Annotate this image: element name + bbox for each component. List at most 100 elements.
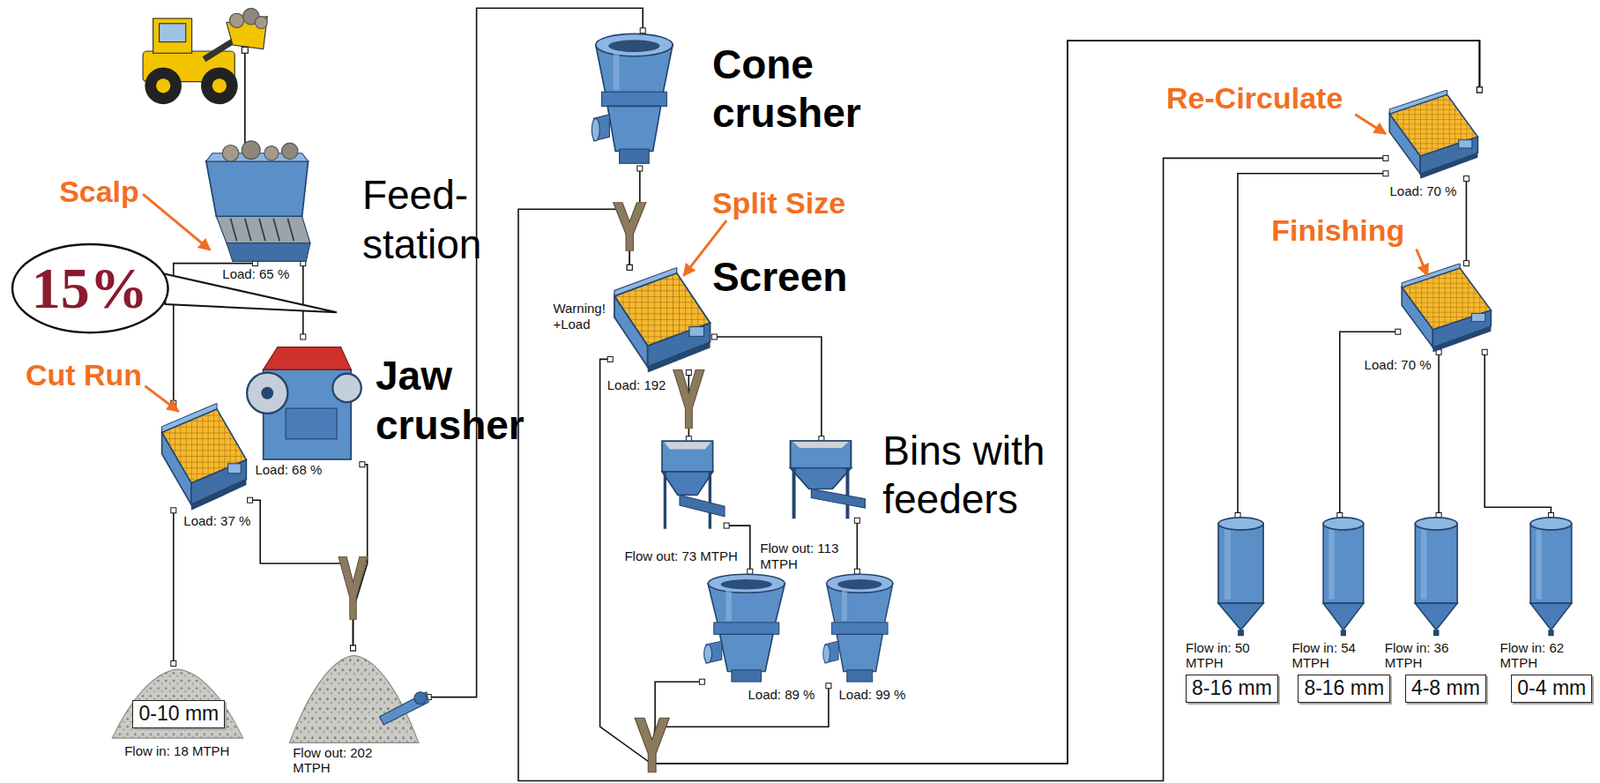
flow-value: Flow out: 73 MTPH [624, 548, 737, 564]
flow-value: Flow in: 18 MTPH [124, 743, 230, 759]
annotation-label: Cut Run [25, 358, 142, 392]
silo-icon [1530, 517, 1572, 636]
silo: Flow in: 54 MTPH8-16 mm [1321, 515, 1366, 639]
equipment-name: Feed- station [362, 171, 504, 268]
port-marker [723, 522, 730, 529]
bin-feeder: Flow out: 113 MTPH [785, 439, 868, 521]
port-marker [1481, 349, 1488, 355]
section-label: Bins with feeders [882, 426, 1059, 524]
flow-line [518, 157, 1386, 781]
bin-feeder: Flow out: 73 MTPH [658, 439, 728, 531]
stockpile-icon [111, 669, 243, 738]
silo-icon [1414, 517, 1458, 636]
port-marker [1395, 328, 1401, 335]
port-marker [1476, 87, 1482, 93]
flow-value: Flow in: 62 MTPH [1500, 640, 1576, 671]
callout-ellipse [12, 244, 169, 333]
size-tag: 0-10 mm [132, 699, 225, 729]
annotation-arrow [1416, 249, 1429, 276]
grizzly-feeder [215, 215, 310, 243]
port-marker [1476, 87, 1482, 93]
percent-callout: 15% [31, 256, 149, 321]
annotation-label: Re-Circulate [1166, 81, 1343, 115]
load-value: Load: 99 % [838, 686, 906, 702]
annotation-arrow [1354, 114, 1386, 134]
port-marker [1463, 260, 1469, 267]
jaw-crusher-icon [246, 347, 362, 460]
port-marker [359, 461, 365, 468]
silo-icon [1323, 517, 1364, 636]
rock [241, 141, 261, 160]
load-value: Load: 70 % [1364, 357, 1432, 373]
port-marker [699, 678, 705, 685]
flow-line [714, 336, 822, 440]
flow-value: Flow in: 54 MTPH [1291, 640, 1367, 671]
rock [222, 144, 239, 162]
size-tag: 0-4 mm [1510, 674, 1593, 703]
equipment-name: Cone crusher [712, 40, 871, 138]
rock [229, 13, 244, 28]
merge-chute [634, 717, 670, 774]
silo: Flow in: 36 MTPH4-8 mm [1413, 515, 1459, 639]
port-marker [685, 370, 692, 376]
wheel-loader [142, 7, 268, 105]
loader-cab [153, 18, 193, 53]
size-tag: 4-8 mm [1405, 674, 1487, 703]
merge-chute [612, 201, 647, 252]
screen-icon [1401, 263, 1491, 353]
size-tag: 8-16 mm [1297, 674, 1391, 703]
jaw-plate [285, 408, 337, 440]
flow-value: Flow out: 113 MTPH [759, 540, 849, 572]
port-marker [607, 356, 613, 362]
split-chute [673, 369, 705, 429]
flow-line [1466, 178, 1468, 264]
flow-line [1437, 351, 1440, 515]
load-value: Load: 68 % [254, 461, 322, 477]
loader-hub [212, 78, 227, 93]
cone-crusher-icon [591, 33, 673, 164]
port-marker [350, 645, 357, 651]
screen-icon [162, 402, 247, 511]
merge-chute [338, 556, 368, 620]
port-marker [247, 497, 254, 503]
cone-crusher: Cone crusher [589, 30, 679, 169]
flywheel [332, 373, 361, 402]
silo: Flow in: 62 MTPH0-4 mm [1528, 515, 1574, 639]
flywheel [246, 372, 288, 414]
port-marker [640, 28, 646, 34]
annotation-label: Split Size [712, 186, 846, 220]
feed-station: Feed- stationLoad: 65 % [204, 150, 313, 263]
port-marker [300, 334, 306, 340]
flow-value: Flow out: 202 MTPH [292, 744, 381, 776]
stockpile: 0-10 mmFlow in: 18 MTPH [110, 662, 246, 740]
load-value: Load: 65 % [222, 266, 290, 282]
callout-bubble: 15% [10, 242, 171, 335]
loader-wheel [144, 66, 182, 105]
recirculate-screen: Load: 70 % [1385, 89, 1482, 179]
flow-line [353, 464, 368, 648]
hopper-body [206, 161, 309, 217]
flow-value: Flow in: 36 MTPH [1384, 640, 1460, 671]
flow-line [651, 40, 1481, 764]
port-marker [626, 264, 633, 270]
annotation-label: Scalp [59, 175, 140, 209]
loader-wheel [200, 66, 239, 105]
stockpile-icon [290, 654, 419, 743]
feed-hopper [206, 141, 311, 262]
loader-hub [156, 78, 171, 93]
cone-crusher: Load: 89 % [701, 571, 791, 686]
cone-crusher-icon [823, 573, 894, 682]
warning-text: Warning! +Load [552, 300, 610, 332]
port-marker [626, 264, 633, 270]
load-value: Load: 89 % [747, 686, 815, 702]
silo-icon [1218, 517, 1264, 636]
port-marker [826, 683, 832, 689]
rock [264, 146, 279, 161]
flow-line [172, 510, 175, 664]
rock [254, 16, 268, 30]
annotation-label: Finishing [1271, 214, 1405, 247]
conveyor [379, 692, 430, 725]
load-value: Load: 192 [607, 377, 667, 393]
screen-icon [614, 267, 711, 373]
